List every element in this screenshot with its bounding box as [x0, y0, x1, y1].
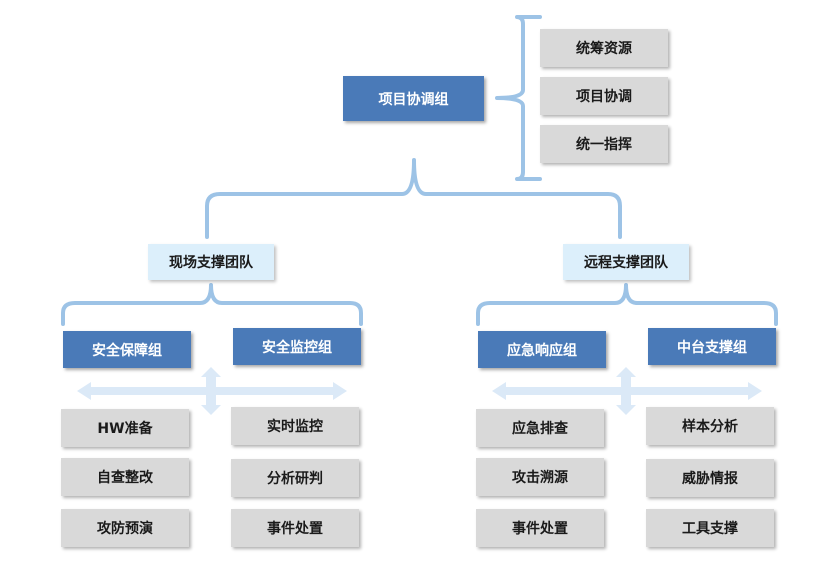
task-box: 分析研判 [231, 459, 359, 497]
task-box: 自查整改 [61, 458, 189, 496]
task-box: 事件处置 [476, 509, 604, 547]
right-team-brace [476, 283, 778, 326]
function-box: 项目协调 [540, 77, 668, 115]
onsite-support-team: 现场支撑团队 [148, 244, 274, 280]
task-box: 事件处置 [231, 509, 359, 547]
task-box: 实时监控 [231, 407, 359, 445]
top-brace [205, 158, 622, 239]
project-coordination-group: 项目协调组 [343, 76, 484, 121]
function-brace [495, 15, 542, 181]
middle-platform-support-group: 中台支撑组 [648, 328, 776, 365]
right-cross-arrow [492, 367, 762, 415]
security-monitoring-group: 安全监控组 [233, 328, 361, 365]
security-assurance-group: 安全保障组 [63, 331, 191, 368]
left-cross-arrow [77, 367, 347, 415]
task-box: HW准备 [61, 409, 189, 447]
emergency-response-group: 应急响应组 [478, 331, 606, 368]
left-team-brace [61, 283, 363, 326]
remote-support-team: 远程支撑团队 [563, 244, 689, 280]
task-box: 攻防预演 [61, 509, 189, 547]
task-box: 威胁情报 [646, 459, 774, 497]
function-box: 统一指挥 [540, 125, 668, 163]
task-box: 工具支撑 [646, 509, 774, 547]
task-box: 样本分析 [646, 407, 774, 445]
task-box: 应急排查 [476, 409, 604, 447]
function-box: 统筹资源 [540, 29, 668, 67]
task-box: 攻击溯源 [476, 458, 604, 496]
